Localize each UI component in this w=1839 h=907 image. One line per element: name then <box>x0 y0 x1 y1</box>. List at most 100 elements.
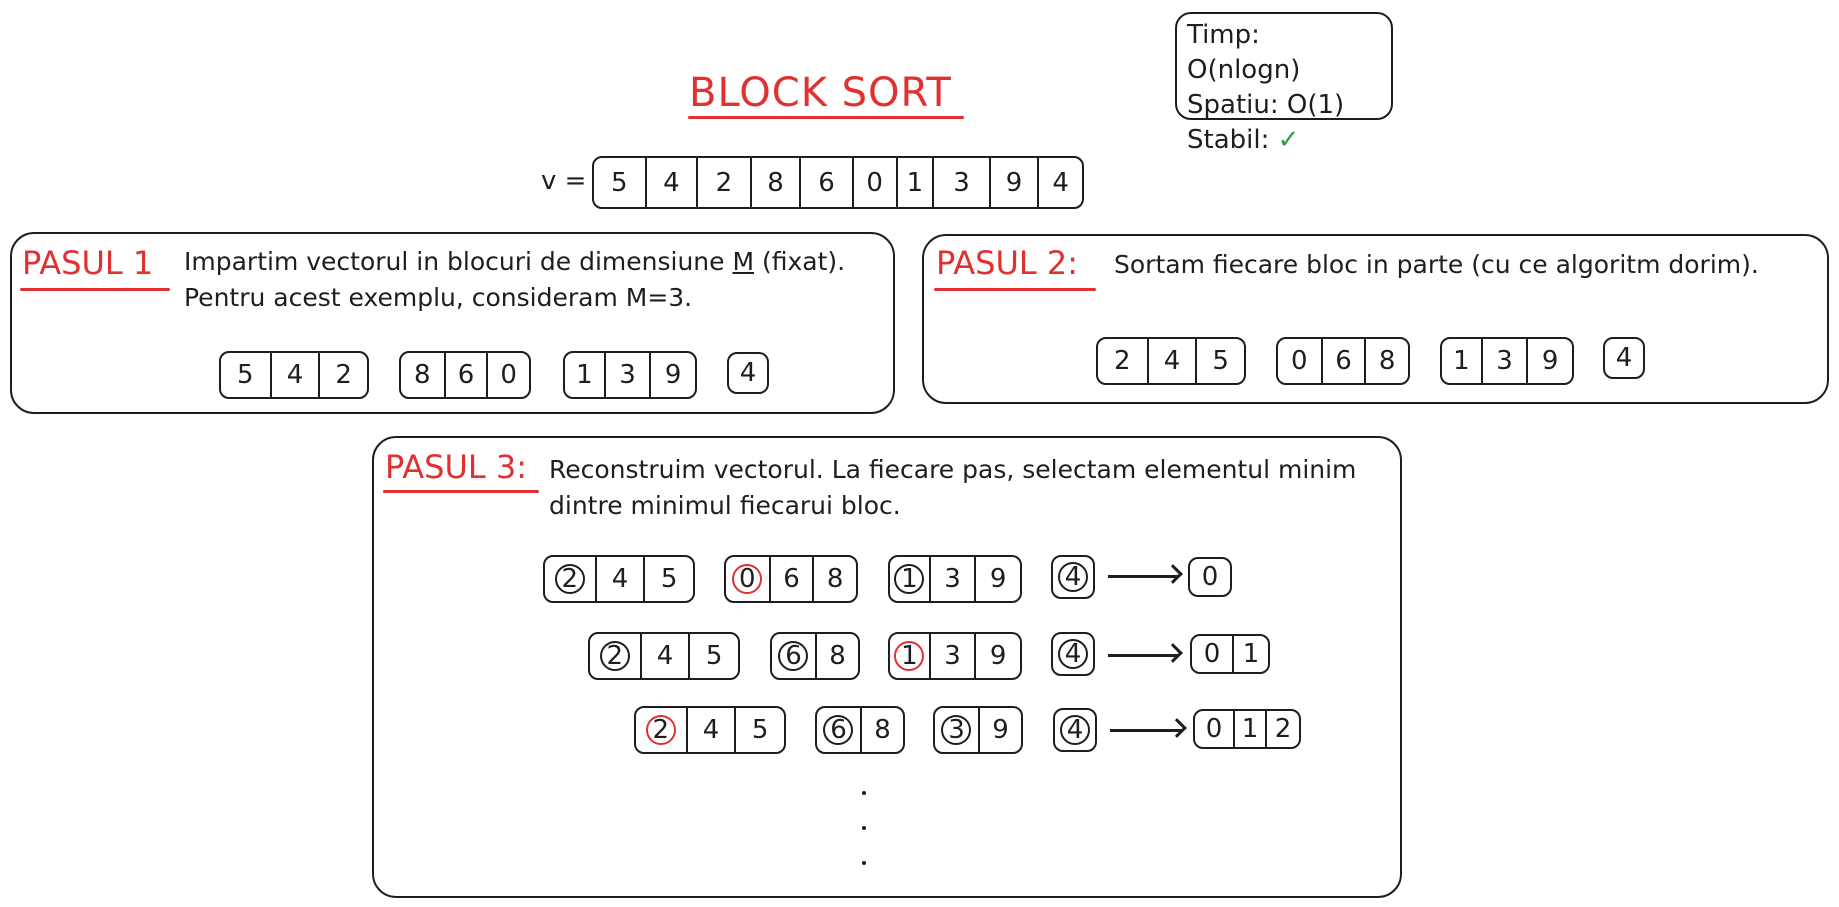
block-cell: 9 <box>649 353 695 397</box>
ellipsis-dot <box>862 791 866 795</box>
vector-cell: 8 <box>749 158 800 207</box>
stability: Stabil: ✓ <box>1187 123 1381 158</box>
min-circle: 1 <box>894 564 925 594</box>
arrow-icon <box>1108 654 1178 657</box>
min-circle: 4 <box>1060 715 1090 745</box>
step1-block: 5 4 2 <box>219 351 369 399</box>
min-circle: 4 <box>1058 562 1088 592</box>
step3-block: 4 <box>1051 632 1095 676</box>
selected-min-circle: 2 <box>645 715 676 745</box>
block-cell: 8 <box>859 708 903 752</box>
vector-cell: 5 <box>611 167 628 198</box>
vector-cell: 2 <box>696 158 750 207</box>
block-cell: 5 <box>1195 339 1244 383</box>
step3-block: 6 8 <box>770 632 860 680</box>
block-cell: 9 <box>977 708 1021 752</box>
block-cell-min: 2 <box>590 634 640 678</box>
arrow-icon <box>1108 575 1178 578</box>
time-complexity: Timp: O(nlogn) <box>1187 20 1301 85</box>
result-vector: 0 1 2 <box>1193 709 1301 749</box>
block-cell: 5 <box>643 557 693 601</box>
step3-label: PASUL 3: <box>385 448 528 486</box>
min-circle: 2 <box>554 564 585 594</box>
min-circle: 4 <box>1058 639 1088 669</box>
vector-cell: 4 <box>644 158 697 207</box>
result-cell: 1 <box>1232 636 1268 672</box>
block-cell: 5 <box>734 708 784 752</box>
block-cell: 6 <box>443 353 487 397</box>
step2-box <box>922 234 1829 404</box>
input-vector: 5 4 2 8 6 0 1 3 9 4 <box>592 156 1084 209</box>
step3-block: 2 4 5 <box>543 555 695 603</box>
block-cell-min: 4 <box>1053 557 1093 597</box>
vector-cell: 1 <box>895 158 933 207</box>
min-circle: 6 <box>778 641 809 671</box>
block-cell-min: 2 <box>545 557 595 601</box>
block-cell: 8 <box>414 360 431 390</box>
result-vector: 0 <box>1188 557 1232 597</box>
result-vector: 0 1 <box>1190 634 1270 674</box>
block-cell-min: 4 <box>1055 710 1095 750</box>
stability-label: Stabil: <box>1187 125 1270 155</box>
min-circle: 2 <box>599 641 630 671</box>
block-cell: 2 <box>1114 346 1131 376</box>
block-cell: 3 <box>1480 339 1527 383</box>
step3-block: 2 4 5 <box>634 706 786 754</box>
selected-min-circle: 0 <box>732 564 763 594</box>
block-cell: 2 <box>318 353 367 397</box>
step3-text-line1: Reconstruim vectorul. La fiecare pas, se… <box>549 455 1357 484</box>
block-cell-min: 6 <box>772 634 815 678</box>
step2-label: PASUL 2: <box>936 244 1079 282</box>
step2-text-line1: Sortam fiecare bloc in parte (cu ce algo… <box>1114 250 1759 279</box>
step3-block: 4 <box>1051 555 1095 599</box>
result-cell: 0 <box>1203 639 1221 669</box>
step2-block: 1 3 9 <box>1440 337 1574 385</box>
step1-text-line1: Impartim vectorul in blocuri de dimensiu… <box>184 244 845 280</box>
step2-block: 4 <box>1603 337 1645 379</box>
block-cell-min: 1 <box>890 557 929 601</box>
step1-block: 4 <box>727 352 769 394</box>
block-cell: 4 <box>685 708 735 752</box>
block-cell: 6 <box>768 557 813 601</box>
block-cell: 1 <box>576 360 593 390</box>
page-title: BLOCK SORT <box>689 70 952 116</box>
check-icon: ✓ <box>1277 125 1300 155</box>
block-cell: 6 <box>1320 339 1365 383</box>
step1-block: 8 6 0 <box>399 351 531 399</box>
block-cell: 1 <box>1453 346 1470 376</box>
block-cell: 4 <box>594 557 644 601</box>
step2-block: 0 6 8 <box>1276 337 1410 385</box>
vector-cell: 4 <box>1037 158 1082 207</box>
step1-text-pre: Impartim vectorul in blocuri de dimensiu… <box>184 247 733 276</box>
vector-cell: 9 <box>988 158 1038 207</box>
step1-label-underline <box>20 288 170 291</box>
vector-cell: 0 <box>851 158 896 207</box>
arrow-icon <box>1110 729 1182 732</box>
step3-text-line2: dintre minimul fiecarui bloc. <box>549 491 901 520</box>
step3-block: 6 8 <box>815 706 905 754</box>
vector-cell: 6 <box>799 158 852 207</box>
block-cell: 3 <box>928 634 975 678</box>
min-circle: 3 <box>941 715 972 745</box>
step1-block: 1 3 9 <box>563 351 697 399</box>
step3-block: 4 <box>1053 708 1097 752</box>
step1-box <box>10 232 895 414</box>
block-cell: 4 <box>1615 343 1633 373</box>
result-cell: 1 <box>1233 711 1265 747</box>
block-cell: 0 <box>1291 346 1308 376</box>
block-cell-min: 1 <box>890 634 929 678</box>
block-cell: 4 <box>639 634 689 678</box>
vector-cell: 3 <box>932 158 989 207</box>
step3-label-underline <box>383 490 539 493</box>
block-cell: 8 <box>1364 339 1408 383</box>
vector-label: v = <box>541 166 587 196</box>
block-cell: 5 <box>688 634 738 678</box>
step1-label: PASUL 1 <box>22 244 154 282</box>
block-cell-min: 4 <box>1053 634 1093 674</box>
result-cell: 0 <box>1201 562 1219 592</box>
block-cell: 4 <box>269 353 319 397</box>
min-circle: 6 <box>823 715 854 745</box>
result-cell: 0 <box>1205 714 1223 744</box>
ellipsis-dot <box>862 826 866 830</box>
step3-block: 3 9 <box>933 706 1023 754</box>
